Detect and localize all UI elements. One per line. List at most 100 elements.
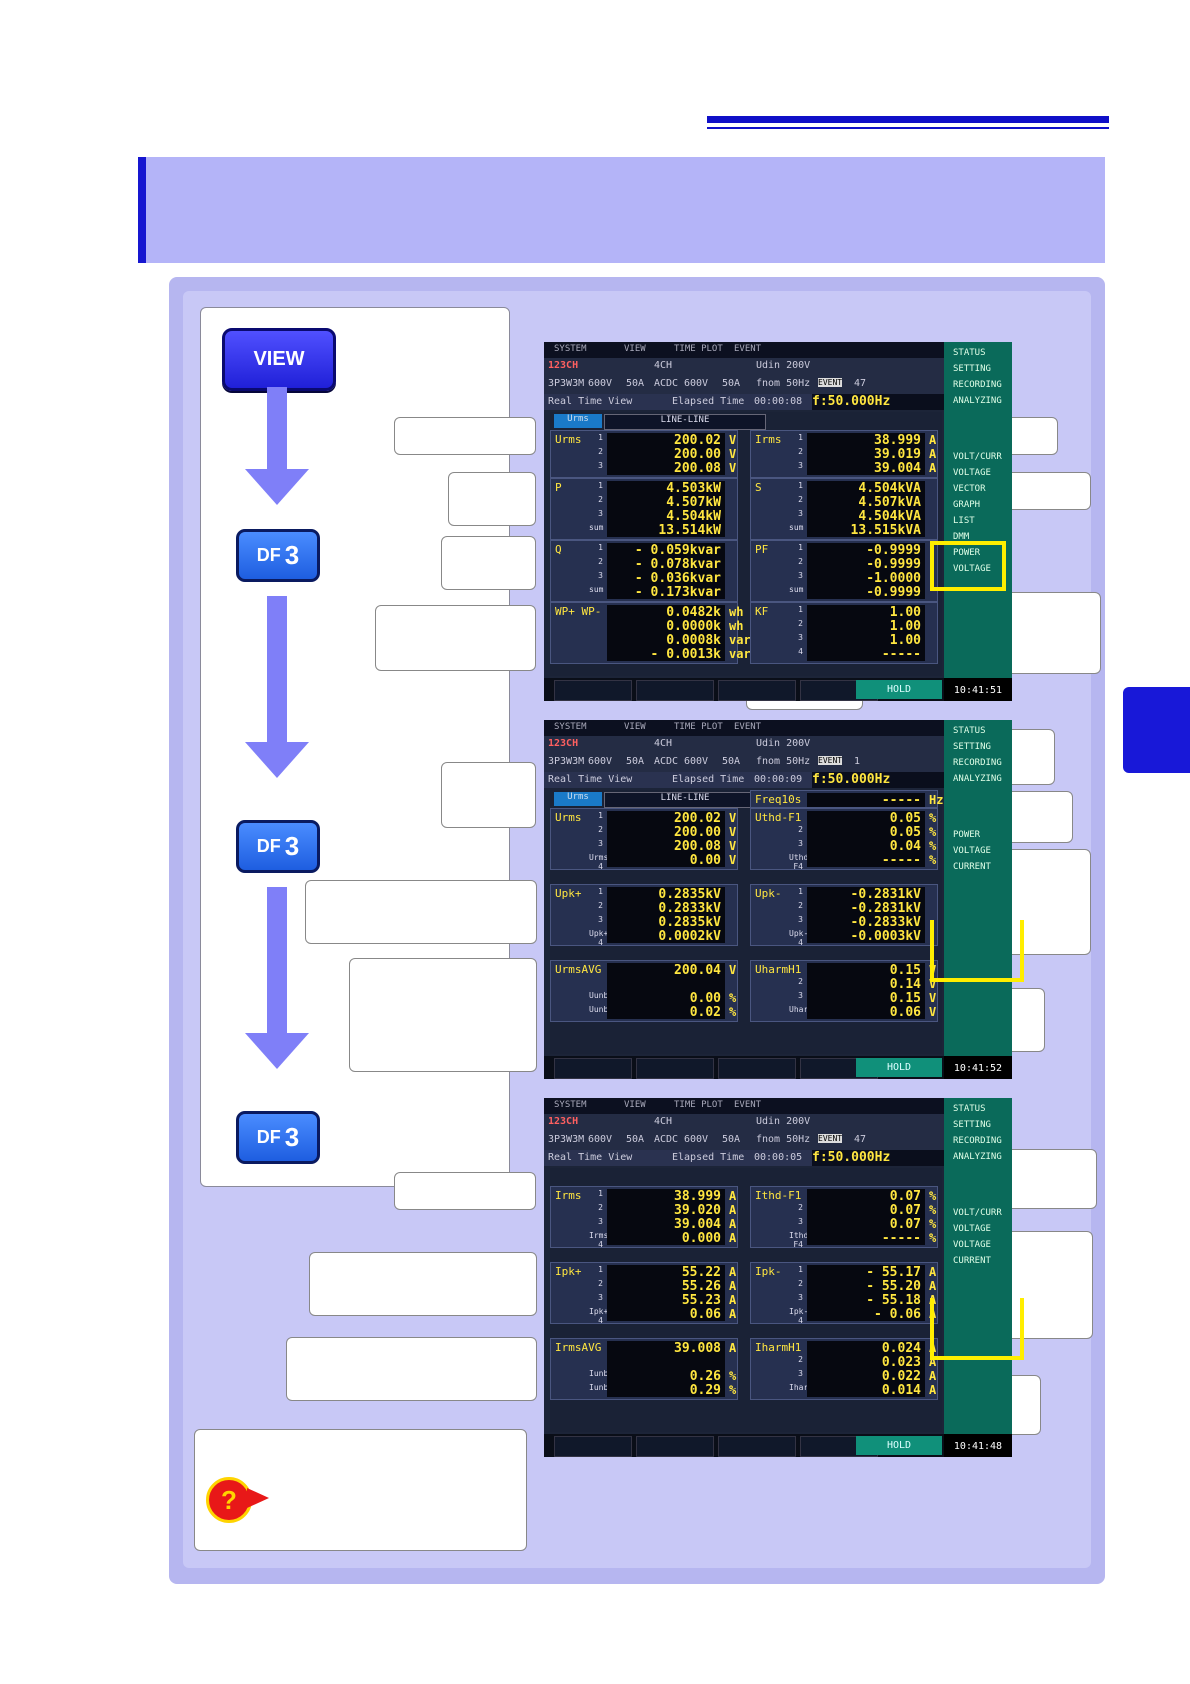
line-line-selector[interactable]: LINE-LINE (604, 792, 766, 808)
screen-tab-view[interactable]: VIEW (624, 344, 646, 354)
side-menu-item[interactable]: VOLTAGE (953, 846, 991, 856)
realtime-field: 00:00:09 (754, 774, 803, 785)
function-key[interactable] (718, 680, 796, 701)
menu-item-analyzing[interactable]: ANALYZING (953, 396, 1002, 406)
side-menu-item[interactable]: CURRENT (953, 1256, 991, 1266)
row-index: Urms 4 (589, 853, 609, 871)
screen-tab-view[interactable]: VIEW (624, 722, 646, 732)
row-value: 55.23 (607, 1293, 725, 1308)
screen-side-menu: STATUS SETTING RECORDING ANALYZING VOLT/CURR… (944, 1098, 1012, 1457)
function-key[interactable] (554, 1436, 632, 1457)
screen-tab-event[interactable]: EVENT (734, 1100, 762, 1110)
side-menu-item[interactable]: VOLT/CURR (953, 1208, 1002, 1218)
menu-item-analyzing[interactable]: ANALYZING (953, 1152, 1002, 1162)
row-value (607, 977, 725, 991)
row-value: - 0.078kvar (607, 557, 725, 572)
measurement-label: Upk- (755, 887, 782, 900)
side-menu-item[interactable]: VOLTAGE (953, 468, 991, 478)
screen-tab-system[interactable]: SYSTEM (554, 722, 587, 732)
function-key[interactable] (636, 680, 714, 701)
side-menu-item[interactable]: VECTOR (953, 484, 986, 494)
function-key[interactable] (718, 1058, 796, 1079)
screen-tab-time-plot[interactable]: TIME PLOT (674, 722, 723, 732)
side-menu-item[interactable]: DMM (953, 532, 970, 542)
hold-indicator[interactable]: HOLD (856, 1058, 942, 1077)
screen-tab-time-plot[interactable]: TIME PLOT (674, 344, 723, 354)
measurement-row: 1- 0.059kvar (589, 543, 739, 558)
menu-item-setting[interactable]: SETTING (953, 742, 991, 752)
side-menu-item[interactable]: VOLTAGE (953, 564, 991, 574)
row-index: 3 (798, 1369, 803, 1378)
side-menu-item[interactable]: CURRENT (953, 862, 991, 872)
row-value: 200.00 (607, 825, 725, 840)
menu-item-status[interactable]: STATUS (953, 348, 986, 358)
menu-item-status[interactable]: STATUS (953, 1104, 986, 1114)
function-key[interactable] (554, 1058, 632, 1079)
screen-tab-system[interactable]: SYSTEM (554, 1100, 587, 1110)
hold-indicator[interactable]: HOLD (856, 1436, 942, 1455)
row-value: -0.9999 (807, 557, 925, 572)
urms-tab[interactable]: Urms (554, 414, 602, 428)
side-menu-item[interactable]: POWER (953, 548, 981, 558)
menu-item-recording[interactable]: RECORDING (953, 380, 1002, 390)
row-value: 0.06 (807, 1005, 925, 1020)
urms-tab[interactable]: Urms (554, 792, 602, 806)
screen-tab-time-plot[interactable]: TIME PLOT (674, 1100, 723, 1110)
menu-item-analyzing[interactable]: ANALYZING (953, 774, 1002, 784)
function-key[interactable] (718, 1436, 796, 1457)
frequency-readout: f:50.000Hz (812, 394, 944, 410)
status-field: 47 (854, 1134, 867, 1145)
side-menu-item[interactable]: VOLT/CURR (953, 452, 1002, 462)
hold-indicator[interactable]: HOLD (856, 680, 942, 699)
view-key[interactable]: VIEW (222, 328, 336, 391)
function-key[interactable] (636, 1058, 714, 1079)
row-value: - 0.0013k (607, 647, 725, 662)
measurement-row: 3- 0.036kvar (589, 571, 739, 586)
status-field: EVENT (818, 1134, 843, 1143)
function-key[interactable] (636, 1436, 714, 1457)
realtime-field: 00:00:08 (754, 396, 803, 407)
row-value: 1.00 (807, 605, 925, 620)
line-line-selector[interactable]: LINE-LINE (604, 414, 766, 430)
menu-item-recording[interactable]: RECORDING (953, 1136, 1002, 1146)
screen-tab-system[interactable]: SYSTEM (554, 344, 587, 354)
screen-tab-view[interactable]: VIEW (624, 1100, 646, 1110)
side-menu-item[interactable]: LIST (953, 516, 975, 526)
menu-highlight-voltage (930, 920, 1024, 982)
row-index: 3 (798, 1217, 803, 1226)
measurement-row: 2-0.9999 (789, 557, 939, 572)
function-key[interactable] (554, 680, 632, 701)
menu-item-setting[interactable]: SETTING (953, 364, 991, 374)
status-field: 1 (854, 756, 861, 767)
row-unit: % (929, 1231, 937, 1245)
menu-item-setting[interactable]: SETTING (953, 1120, 991, 1130)
row-value: 0.0000k (607, 619, 725, 634)
help-note-box (194, 1429, 527, 1551)
side-menu-item[interactable]: VOLTAGE (953, 1224, 991, 1234)
menu-item-recording[interactable]: RECORDING (953, 758, 1002, 768)
row-index: Iunb0 (589, 1369, 614, 1378)
callout-urms (394, 417, 536, 455)
side-menu-item[interactable]: GRAPH (953, 500, 981, 510)
row-index: sum (789, 523, 804, 532)
status-field: ACDC (654, 756, 679, 767)
side-menu-item[interactable]: POWER (953, 830, 981, 840)
menu-highlight-current (930, 1298, 1024, 1360)
screen-tab-event[interactable]: EVENT (734, 722, 762, 732)
chapter-side-tab (1123, 687, 1190, 773)
side-menu-item[interactable]: VOLTAGE (953, 1240, 991, 1250)
menu-item-status[interactable]: STATUS (953, 726, 986, 736)
screen-tab-event[interactable]: EVENT (734, 344, 762, 354)
